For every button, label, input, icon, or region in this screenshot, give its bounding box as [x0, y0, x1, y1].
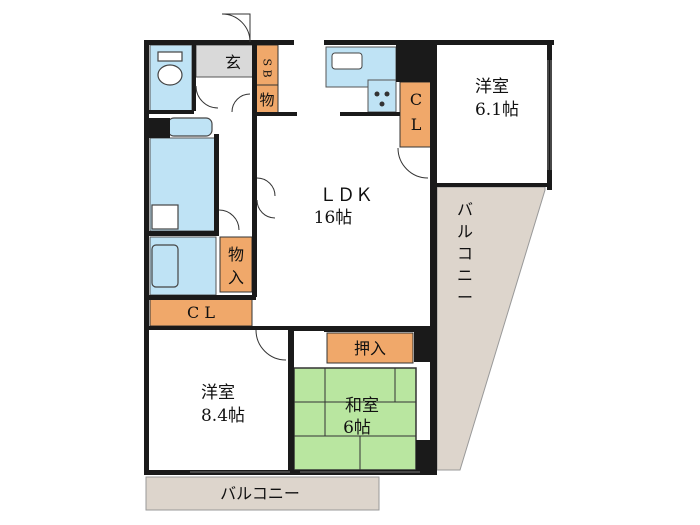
western-small-size: 6.1帖	[475, 100, 519, 120]
balcony-side-area	[436, 186, 546, 471]
walls	[144, 40, 554, 475]
oshiire-closet	[326, 332, 414, 364]
toilet-tank-icon	[157, 51, 183, 62]
oshiire-label: 押入	[354, 339, 386, 358]
washbasin-icon	[151, 204, 179, 230]
entrance-label: 玄	[225, 53, 241, 72]
balcony-bottom-area	[145, 476, 380, 511]
washing-machine-icon	[151, 244, 179, 288]
japanese-room-name: 和室	[345, 396, 379, 416]
entrance-floor	[195, 44, 255, 78]
tatami-room	[293, 367, 417, 471]
stove-burner-icon	[384, 91, 390, 97]
room-floor-western-small	[437, 42, 550, 185]
sink-icon	[331, 52, 363, 70]
balcony-side-label-5: ー	[457, 288, 473, 307]
western-small-name: 洋室	[475, 77, 509, 97]
stove-burner-icon	[379, 101, 385, 107]
western-large-size: 8.4帖	[201, 406, 245, 426]
balcony-side-label-3: コ	[457, 244, 473, 263]
storage-top-label: 物	[259, 91, 274, 109]
closet-left-label: C L	[187, 303, 215, 322]
japanese-room-size: 6帖	[343, 418, 371, 438]
storage-mid-label-1: 物	[228, 245, 244, 264]
western-large-name: 洋室	[201, 383, 235, 403]
bathtub-icon	[167, 117, 213, 137]
closet-right-label-c: C	[410, 90, 422, 109]
toilet-icon	[157, 64, 183, 86]
shoe-box-label: S B	[261, 58, 274, 77]
ldk-size: 16帖	[314, 208, 353, 228]
ldk-name: ＬＤＫ	[319, 185, 373, 206]
stove-burner-icon	[374, 91, 380, 97]
balcony-side-label-2: ル	[457, 222, 473, 241]
balcony-bottom-label: バルコニー	[220, 484, 300, 503]
windows	[190, 60, 552, 473]
balcony-side-label-4: ニ	[457, 266, 473, 285]
storage-mid-label-2: 入	[228, 268, 244, 287]
closet-right-label-l: L	[411, 115, 422, 134]
balcony-side-label-1: バ	[457, 200, 473, 219]
kitchen-stove	[367, 79, 397, 113]
doors	[195, 13, 429, 361]
